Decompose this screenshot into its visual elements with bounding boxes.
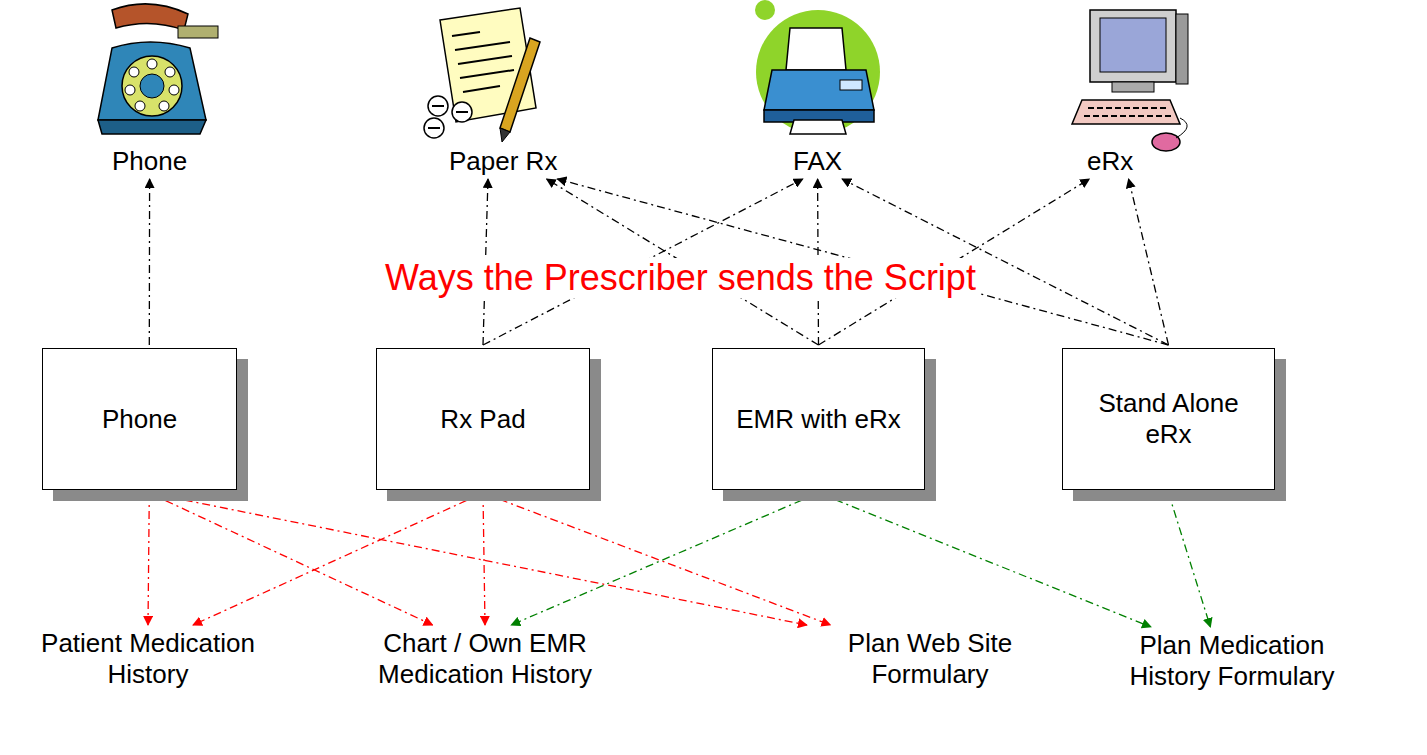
computer-icon: [1072, 10, 1188, 151]
input-method-box: Rx Pad: [376, 348, 590, 490]
node-text: Phone: [102, 404, 177, 435]
node-text: Chart / Own EMR Medication History: [354, 628, 616, 690]
node-text: Rx Pad: [440, 404, 525, 435]
flow-connector: [193, 493, 483, 625]
input-method-box: EMR with eRx: [712, 348, 925, 490]
node-text: Plan Web Site Formulary: [799, 628, 1061, 690]
input-method-box: Stand Alone eRx: [1062, 348, 1275, 490]
node-text: Phone: [112, 146, 187, 176]
icon-label-node: Phone: [112, 146, 187, 176]
fax-icon: [755, 0, 880, 134]
node-text: EMR with eRx: [736, 404, 901, 435]
node-text: eRx: [1087, 146, 1133, 176]
section-title: Ways the Prescriber sends the Script: [381, 258, 980, 298]
icon-label-node: eRx: [1087, 146, 1133, 176]
flow-connector: [511, 493, 818, 625]
information-source-node: Chart / Own EMR Medication History: [354, 628, 616, 690]
information-source-node: Plan Medication History Formulary: [1097, 630, 1367, 692]
paper-rx-icon: [424, 8, 540, 142]
icon-label-node: Paper Rx: [449, 146, 557, 176]
flow-connector: [149, 493, 432, 625]
flow-connector: [149, 179, 151, 345]
node-text: Paper Rx: [449, 146, 557, 176]
flow-connector: [819, 493, 1152, 627]
icon-label-node: FAX: [793, 146, 842, 176]
flow-connector: [149, 493, 807, 625]
flow-connector: [483, 493, 485, 625]
flow-connector: [1129, 179, 1169, 345]
node-text: Plan Medication History Formulary: [1097, 630, 1367, 692]
information-source-node: Patient Medication History: [23, 628, 273, 690]
node-text: FAX: [793, 146, 842, 176]
node-text: Patient Medication History: [23, 628, 273, 690]
information-source-node: Plan Web Site Formulary: [799, 628, 1061, 690]
flow-connector: [483, 493, 830, 625]
flow-connector: [1169, 493, 1211, 627]
flow-connector: [148, 493, 149, 625]
telephone-icon: [98, 4, 218, 134]
input-method-box: Phone: [42, 348, 237, 490]
node-text: Stand Alone eRx: [1073, 388, 1264, 450]
